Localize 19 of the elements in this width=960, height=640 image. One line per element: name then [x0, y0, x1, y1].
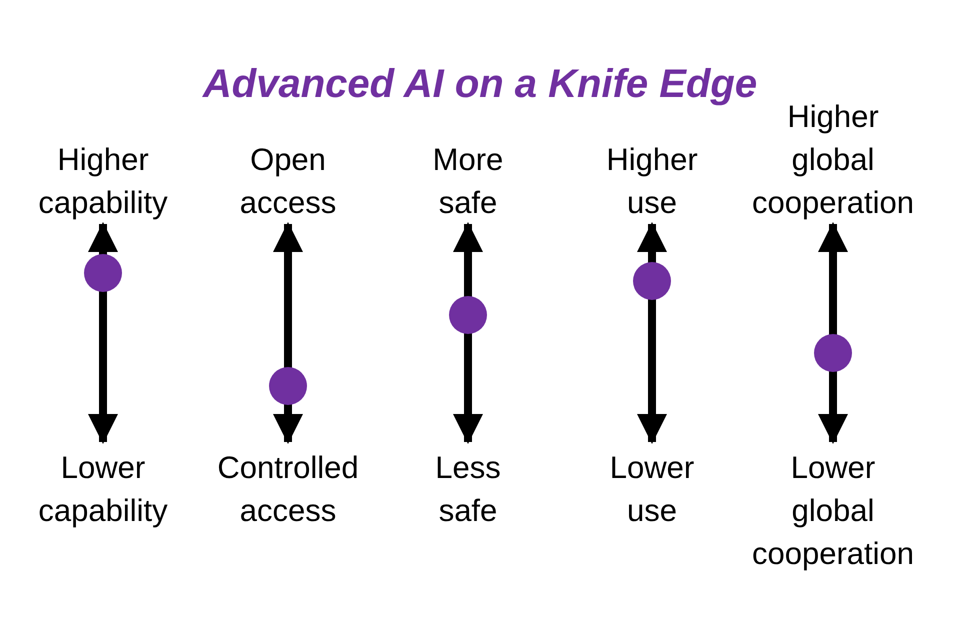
double-arrow	[818, 222, 848, 335]
double-arrow	[88, 291, 118, 444]
scale-label: Controlled access	[216, 449, 360, 530]
scale-label: Lower use	[608, 449, 696, 530]
scale-label: Higher use	[605, 141, 699, 222]
scale-label: Open access	[238, 141, 338, 222]
double-arrow	[88, 222, 118, 255]
double-arrow	[273, 404, 303, 444]
scale-label: Lower global cooperation	[750, 449, 915, 573]
double-arrow	[273, 222, 303, 368]
scale-label: Higher capability	[37, 141, 169, 222]
scale-label: Lower capability	[37, 449, 169, 530]
double-arrow	[637, 222, 667, 263]
double-arrow	[637, 299, 667, 444]
double-arrow	[453, 333, 483, 444]
scale-label: More safe	[432, 141, 504, 222]
double-arrow	[818, 371, 848, 444]
double-arrow	[453, 222, 483, 297]
scale-label: Less safe	[434, 449, 502, 530]
